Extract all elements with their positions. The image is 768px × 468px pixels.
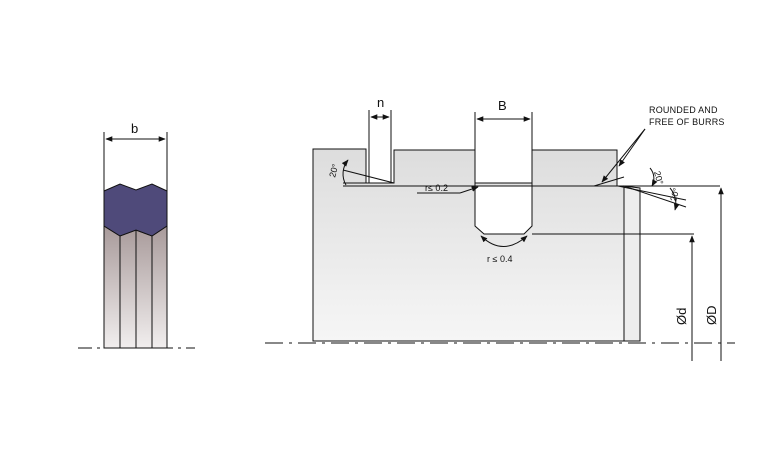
groove [474,185,533,235]
dimension-n-label: n [377,95,384,110]
angle-lower-right-label: 20° [668,186,681,202]
note-line-1: ROUNDED AND [649,105,718,115]
housing-shoulder [623,185,641,342]
dimension-D-label: ØD [704,306,719,326]
dimension-B-label: B [498,98,507,113]
housing-section: n B 20° 20° 20° r≤ 0.2 r ≤ 0.4 ROUNDED A… [265,95,735,361]
note-line-2: FREE OF BURRS [649,117,725,127]
radius-edge-label: r≤ 0.2 [425,183,448,193]
angle-top-left-label: 20° [327,162,340,178]
dimension-d-label: Ød [674,308,689,325]
radius-bottom-label: r ≤ 0.4 [487,254,512,264]
dimension-b-label: b [131,121,138,136]
seal-cross-section: b [78,121,195,349]
seal-profile [103,183,168,237]
angle-top-right-label: 20° [652,170,665,186]
housing-body [312,148,625,342]
